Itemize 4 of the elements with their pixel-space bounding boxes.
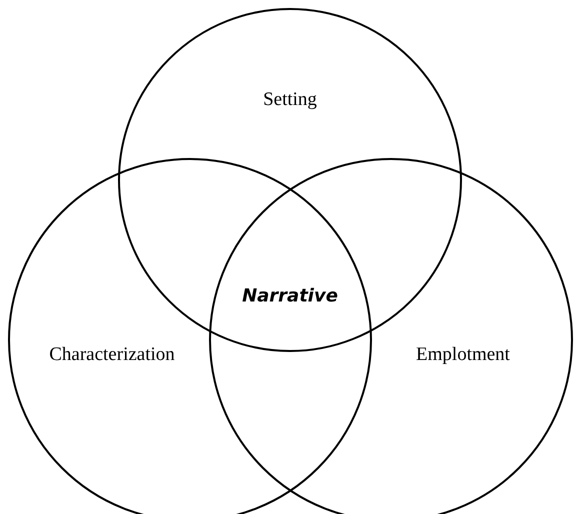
circle-label: Emplotment	[416, 342, 510, 367]
intersection-label: Narrative	[242, 284, 338, 308]
circle-label: Setting	[263, 88, 317, 112]
circle-label: Characterization	[49, 342, 175, 367]
